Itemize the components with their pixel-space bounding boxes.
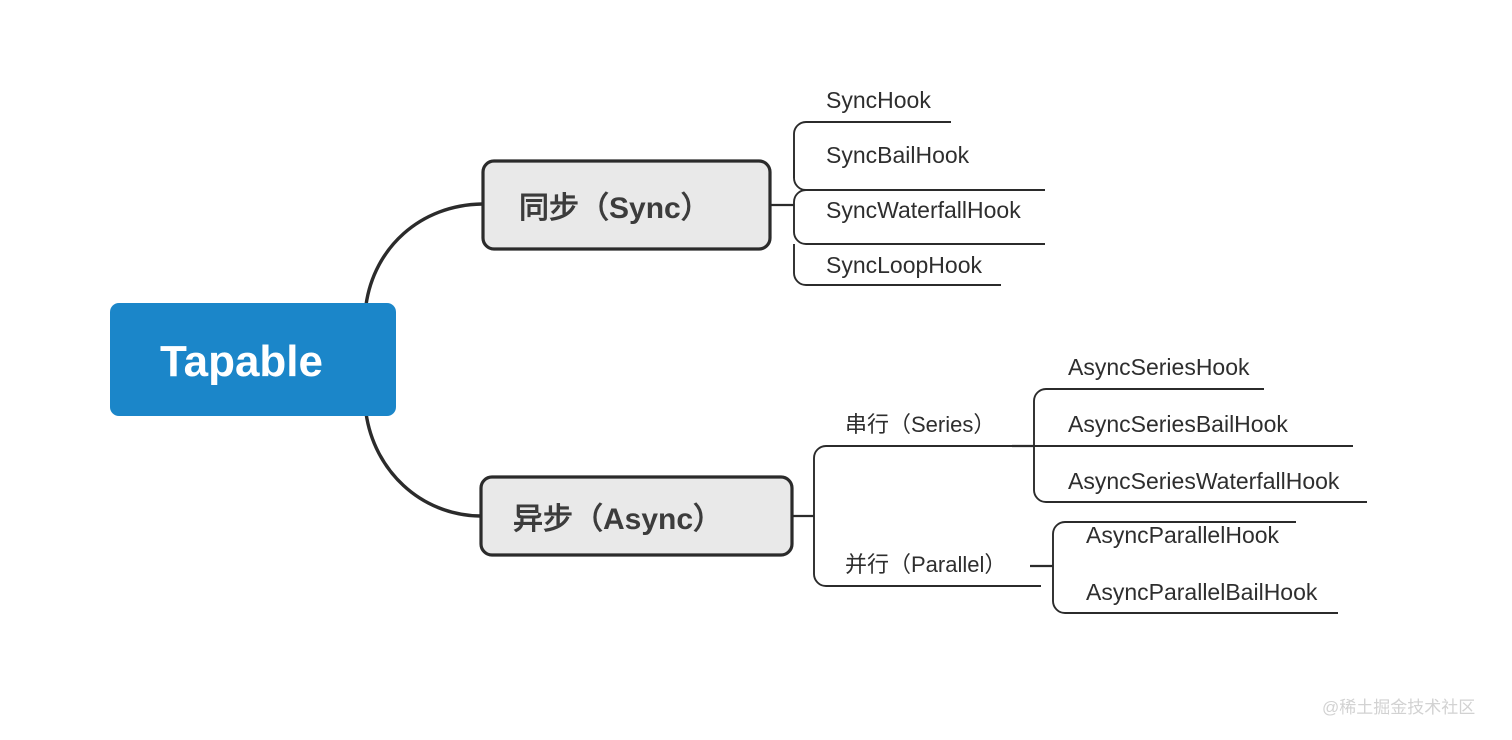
subbranch-series-label[interactable]: 串行（Series） [845, 412, 995, 437]
node-branch-async-box [479, 475, 794, 557]
leaf-async-series-bail-hook[interactable]: AsyncSeriesBailHook [1068, 411, 1288, 437]
leaf-sync-loop-hook[interactable]: SyncLoopHook [826, 252, 982, 278]
leaf-async-series-waterfall-hook[interactable]: AsyncSeriesWaterfallHook [1068, 468, 1340, 494]
node-branch-sync[interactable]: 同步（Sync） [481, 159, 772, 251]
edge-leaf-sync-3 [793, 189, 1045, 245]
edge-leaf-sync-1 [793, 121, 951, 160]
edge-leaf-parallel-2 [1052, 554, 1338, 614]
node-branch-async[interactable]: 异步（Async） [479, 475, 794, 557]
edge-leaf-series-3 [1033, 446, 1367, 503]
leaf-async-parallel-hook[interactable]: AsyncParallelHook [1086, 522, 1280, 548]
node-root-label: Tapable [160, 337, 323, 386]
node-branch-sync-label: 同步（Sync） [519, 191, 711, 225]
edge-root-to-sync [364, 202, 484, 307]
leaf-async-parallel-bail-hook[interactable]: AsyncParallelBailHook [1086, 579, 1318, 605]
leaf-sync-hook[interactable]: SyncHook [826, 87, 931, 113]
edge-leaf-parallel-1 [1052, 521, 1296, 554]
node-root[interactable]: Tapable [110, 303, 396, 416]
subbranch-parallel-label[interactable]: 并行（Parallel） [845, 552, 1006, 577]
node-branch-async-label: 异步（Async） [513, 502, 723, 536]
edge-subbranch-series-parallel-bracket [813, 445, 1041, 587]
edge-leaf-series-1 [1033, 388, 1264, 435]
watermark-label: @稀土掘金技术社区 [1322, 698, 1475, 717]
edge-leaf-sync-4 [793, 244, 1001, 286]
leaf-sync-bail-hook[interactable]: SyncBailHook [826, 142, 970, 168]
edge-root-to-async [364, 411, 482, 518]
node-branch-sync-box [481, 159, 772, 251]
leaf-sync-waterfall-hook[interactable]: SyncWaterfallHook [826, 197, 1021, 223]
node-root-box [110, 303, 396, 416]
leaf-async-series-hook[interactable]: AsyncSeriesHook [1068, 354, 1250, 380]
